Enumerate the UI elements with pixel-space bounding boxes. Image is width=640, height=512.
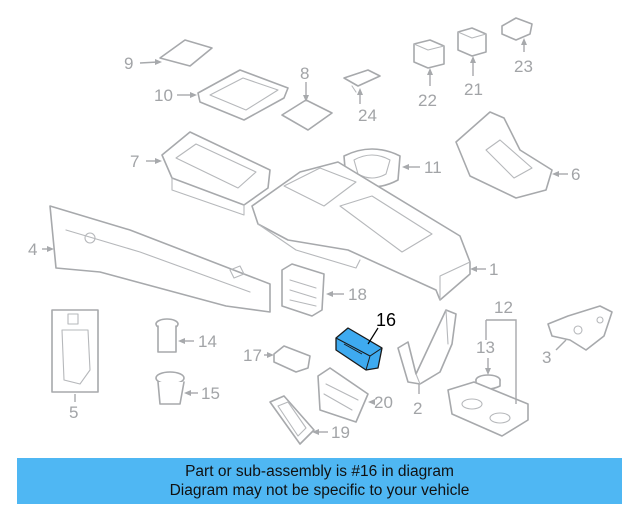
callout-17: 17 [243, 346, 262, 365]
part-9 [159, 39, 213, 67]
callout-10: 10 [154, 86, 173, 105]
part-6 [455, 111, 553, 199]
part-18 [281, 263, 325, 317]
part-7 [161, 131, 271, 216]
part-2 [397, 309, 457, 385]
part-19 [269, 395, 315, 445]
callout-15: 15 [201, 384, 220, 403]
callout-12: 12 [494, 298, 513, 317]
callout-21: 21 [464, 80, 483, 99]
callout-4: 4 [28, 240, 37, 259]
part-24 [343, 69, 381, 93]
part-17 [273, 345, 311, 373]
part-10 [197, 69, 289, 121]
caption-line-1: Part or sub-assembly is #16 in diagram [185, 463, 454, 480]
part-4 [49, 205, 271, 313]
part-15 [155, 371, 185, 405]
part-23 [501, 17, 533, 41]
callout-19: 19 [331, 423, 350, 442]
part-21 [457, 27, 487, 57]
part-14 [155, 318, 179, 353]
callout-9: 9 [124, 54, 133, 73]
callout-16: 16 [376, 310, 396, 330]
callout-14: 14 [198, 332, 217, 351]
callout-2: 2 [413, 399, 422, 418]
part-16-highlighted[interactable] [335, 327, 383, 371]
callout-6: 6 [571, 165, 580, 184]
part-12 [447, 381, 529, 437]
callout-18: 18 [348, 285, 367, 304]
part-8 [281, 99, 333, 131]
caption-banner: Part or sub-assembly is #16 in diagram D… [17, 458, 622, 504]
callout-7: 7 [130, 152, 139, 171]
part-3 [547, 305, 613, 351]
part-5 [51, 309, 99, 393]
callout-23: 23 [514, 57, 533, 76]
part-1 [251, 161, 471, 301]
callout-22: 22 [418, 91, 437, 110]
callout-11: 11 [424, 158, 442, 177]
callout-13: 13 [476, 338, 495, 357]
part-20 [317, 367, 369, 423]
callout-8: 8 [300, 64, 309, 83]
callout-5: 5 [69, 403, 78, 422]
callout-24: 24 [358, 106, 377, 125]
caption-line-2: Diagram may not be specific to your vehi… [169, 482, 470, 499]
part-22 [413, 39, 445, 69]
callout-1: 1 [489, 260, 498, 279]
callout-20: 20 [374, 393, 393, 412]
callout-3: 3 [542, 348, 551, 367]
